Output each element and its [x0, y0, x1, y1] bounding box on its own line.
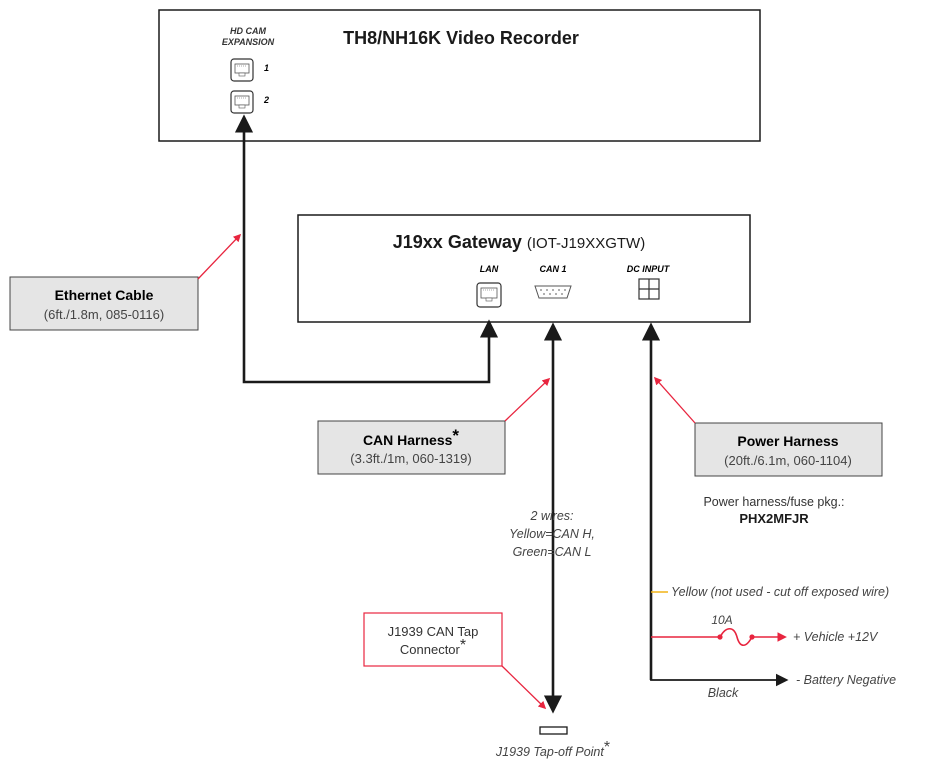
- tap-connector-line1: J1939 CAN Tap: [388, 624, 479, 639]
- power-callout-pointer: [653, 376, 696, 424]
- battery-negative-label: - Battery Negative: [796, 673, 896, 687]
- fuse-label: 10A: [711, 613, 732, 627]
- can-callout-pointer: [504, 377, 551, 422]
- lan-label: LAN: [480, 264, 499, 274]
- vehicle-12v-label: + Vehicle +12V: [793, 630, 879, 644]
- recorder-title: TH8/NH16K Video Recorder: [343, 28, 579, 48]
- battery-negative-wire: [650, 673, 789, 687]
- can-harness-title: CAN Harness*: [363, 426, 459, 448]
- can-db9-port-icon: [534, 285, 572, 299]
- yellow-wire-label: Yellow (not used - cut off exposed wire): [671, 585, 889, 599]
- can1-label: CAN 1: [539, 264, 566, 274]
- dc-input-port-icon: [638, 278, 660, 300]
- black-wire-label: Black: [708, 686, 739, 700]
- power-harness-title: Power Harness: [737, 433, 838, 449]
- can-wires-note-3: Green=CAN L: [513, 545, 592, 559]
- tap-off-label: J1939 Tap-off Point*: [495, 739, 610, 759]
- tap-connector-callout: [363, 612, 503, 667]
- can-harness-spec: (3.3ft./1m, 060-1319): [350, 451, 471, 466]
- power-harness-callout: [694, 422, 883, 477]
- vehicle-12v-wire: [651, 627, 787, 647]
- ethernet-cable-title: Ethernet Cable: [55, 287, 154, 303]
- ethernet-callout-pointer: [197, 233, 242, 280]
- ethernet-port-2-icon: [230, 90, 254, 114]
- dc-input-label: DC INPUT: [627, 264, 671, 274]
- tap-connector-line2: Connector*: [400, 637, 466, 657]
- port-2-label: 2: [263, 95, 269, 105]
- port-1-label: 1: [264, 63, 269, 73]
- fuse-pkg-part: PHX2MFJR: [739, 511, 809, 526]
- can-wires-note-1: 2 wires:: [529, 509, 573, 523]
- power-harness-spec: (20ft./6.1m, 060-1104): [724, 453, 852, 468]
- fuse-pkg-label: Power harness/fuse pkg.:: [703, 495, 844, 509]
- ethernet-cable-line: [234, 114, 499, 384]
- can-harness-callout: [317, 420, 506, 475]
- ethernet-cable-callout: [9, 276, 199, 331]
- gateway-title: J19xx Gateway (IOT-J19XXGTW): [393, 232, 645, 252]
- ethernet-port-1-icon: [230, 58, 254, 82]
- expansion-label-2: EXPANSION: [222, 37, 275, 47]
- lan-port-icon: [476, 282, 502, 308]
- tap-connector-pointer: [501, 665, 547, 710]
- can-wires-note-2: Yellow=CAN H,: [509, 527, 595, 541]
- tap-off-point: [539, 726, 568, 735]
- expansion-label: HD CAM: [230, 26, 266, 36]
- ethernet-cable-spec: (6ft./1.8m, 085-0116): [44, 307, 164, 322]
